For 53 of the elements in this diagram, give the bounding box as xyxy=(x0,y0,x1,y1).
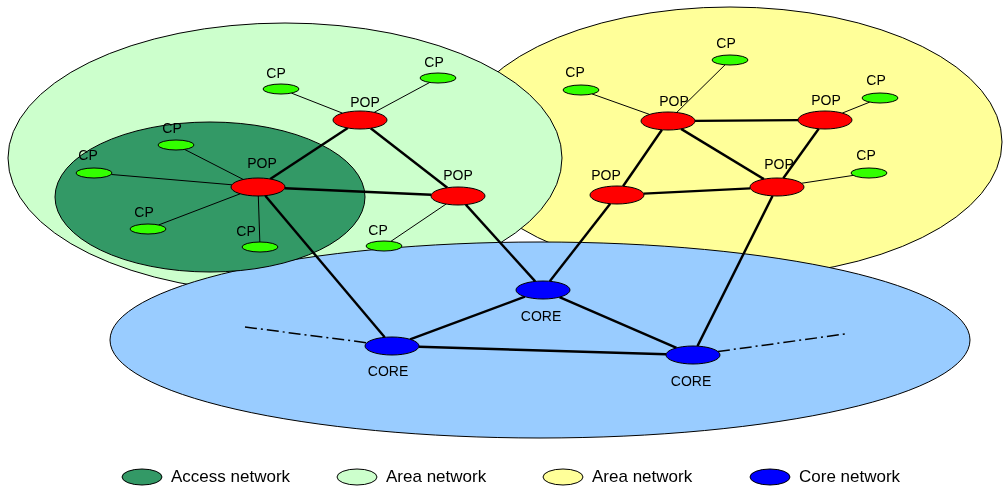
link-line xyxy=(264,194,386,339)
link-line xyxy=(257,195,261,243)
dash-dot-link xyxy=(244,326,368,344)
node-label: CP xyxy=(865,72,887,88)
link-line xyxy=(676,64,726,113)
link-line xyxy=(696,195,774,347)
link-line xyxy=(643,187,751,195)
link-line xyxy=(373,81,431,113)
link-line xyxy=(782,128,820,179)
legend-label: Area network xyxy=(592,467,693,487)
node-label: CORE xyxy=(520,308,562,324)
link-line xyxy=(390,203,447,242)
link-line xyxy=(680,127,765,181)
link-line xyxy=(622,129,663,187)
node-label: CP xyxy=(161,120,183,136)
node-label: CP xyxy=(423,54,445,70)
link-line xyxy=(110,173,233,186)
node-label: CP xyxy=(77,147,99,163)
node-label: POP xyxy=(349,94,381,110)
node-label: CP xyxy=(133,204,155,220)
link-line xyxy=(548,202,612,283)
node-label: POP xyxy=(763,156,795,172)
dash-dot-link xyxy=(717,333,846,353)
link-line xyxy=(464,203,537,283)
node-label: POP xyxy=(246,155,278,171)
node-label: CP xyxy=(265,65,287,81)
node-label: CORE xyxy=(367,363,409,379)
node-label: CP xyxy=(715,35,737,51)
link-line xyxy=(559,296,677,349)
legend-label: Access network xyxy=(171,467,291,487)
link-line xyxy=(418,345,667,356)
node-label: POP xyxy=(658,93,690,109)
link-line xyxy=(695,118,798,123)
legend-label: Core network xyxy=(799,467,901,487)
legend-label: Area network xyxy=(386,467,487,487)
link-line xyxy=(409,295,526,341)
link-line xyxy=(269,127,349,180)
link-line xyxy=(284,187,432,196)
node-label: POP xyxy=(442,167,474,183)
node-label: CP xyxy=(564,64,586,80)
link-line xyxy=(184,148,244,180)
node-label: POP xyxy=(810,92,842,108)
node-label: CP xyxy=(367,222,389,238)
link-line xyxy=(591,93,651,115)
node-label: CP xyxy=(235,223,257,239)
link-line xyxy=(158,193,241,226)
node-label: POP xyxy=(590,167,622,183)
node-label: CP xyxy=(855,147,877,163)
link-line xyxy=(369,127,449,189)
link-line xyxy=(290,92,343,114)
node-label: CORE xyxy=(670,373,712,389)
link-line xyxy=(841,101,871,114)
link-line xyxy=(801,174,854,184)
